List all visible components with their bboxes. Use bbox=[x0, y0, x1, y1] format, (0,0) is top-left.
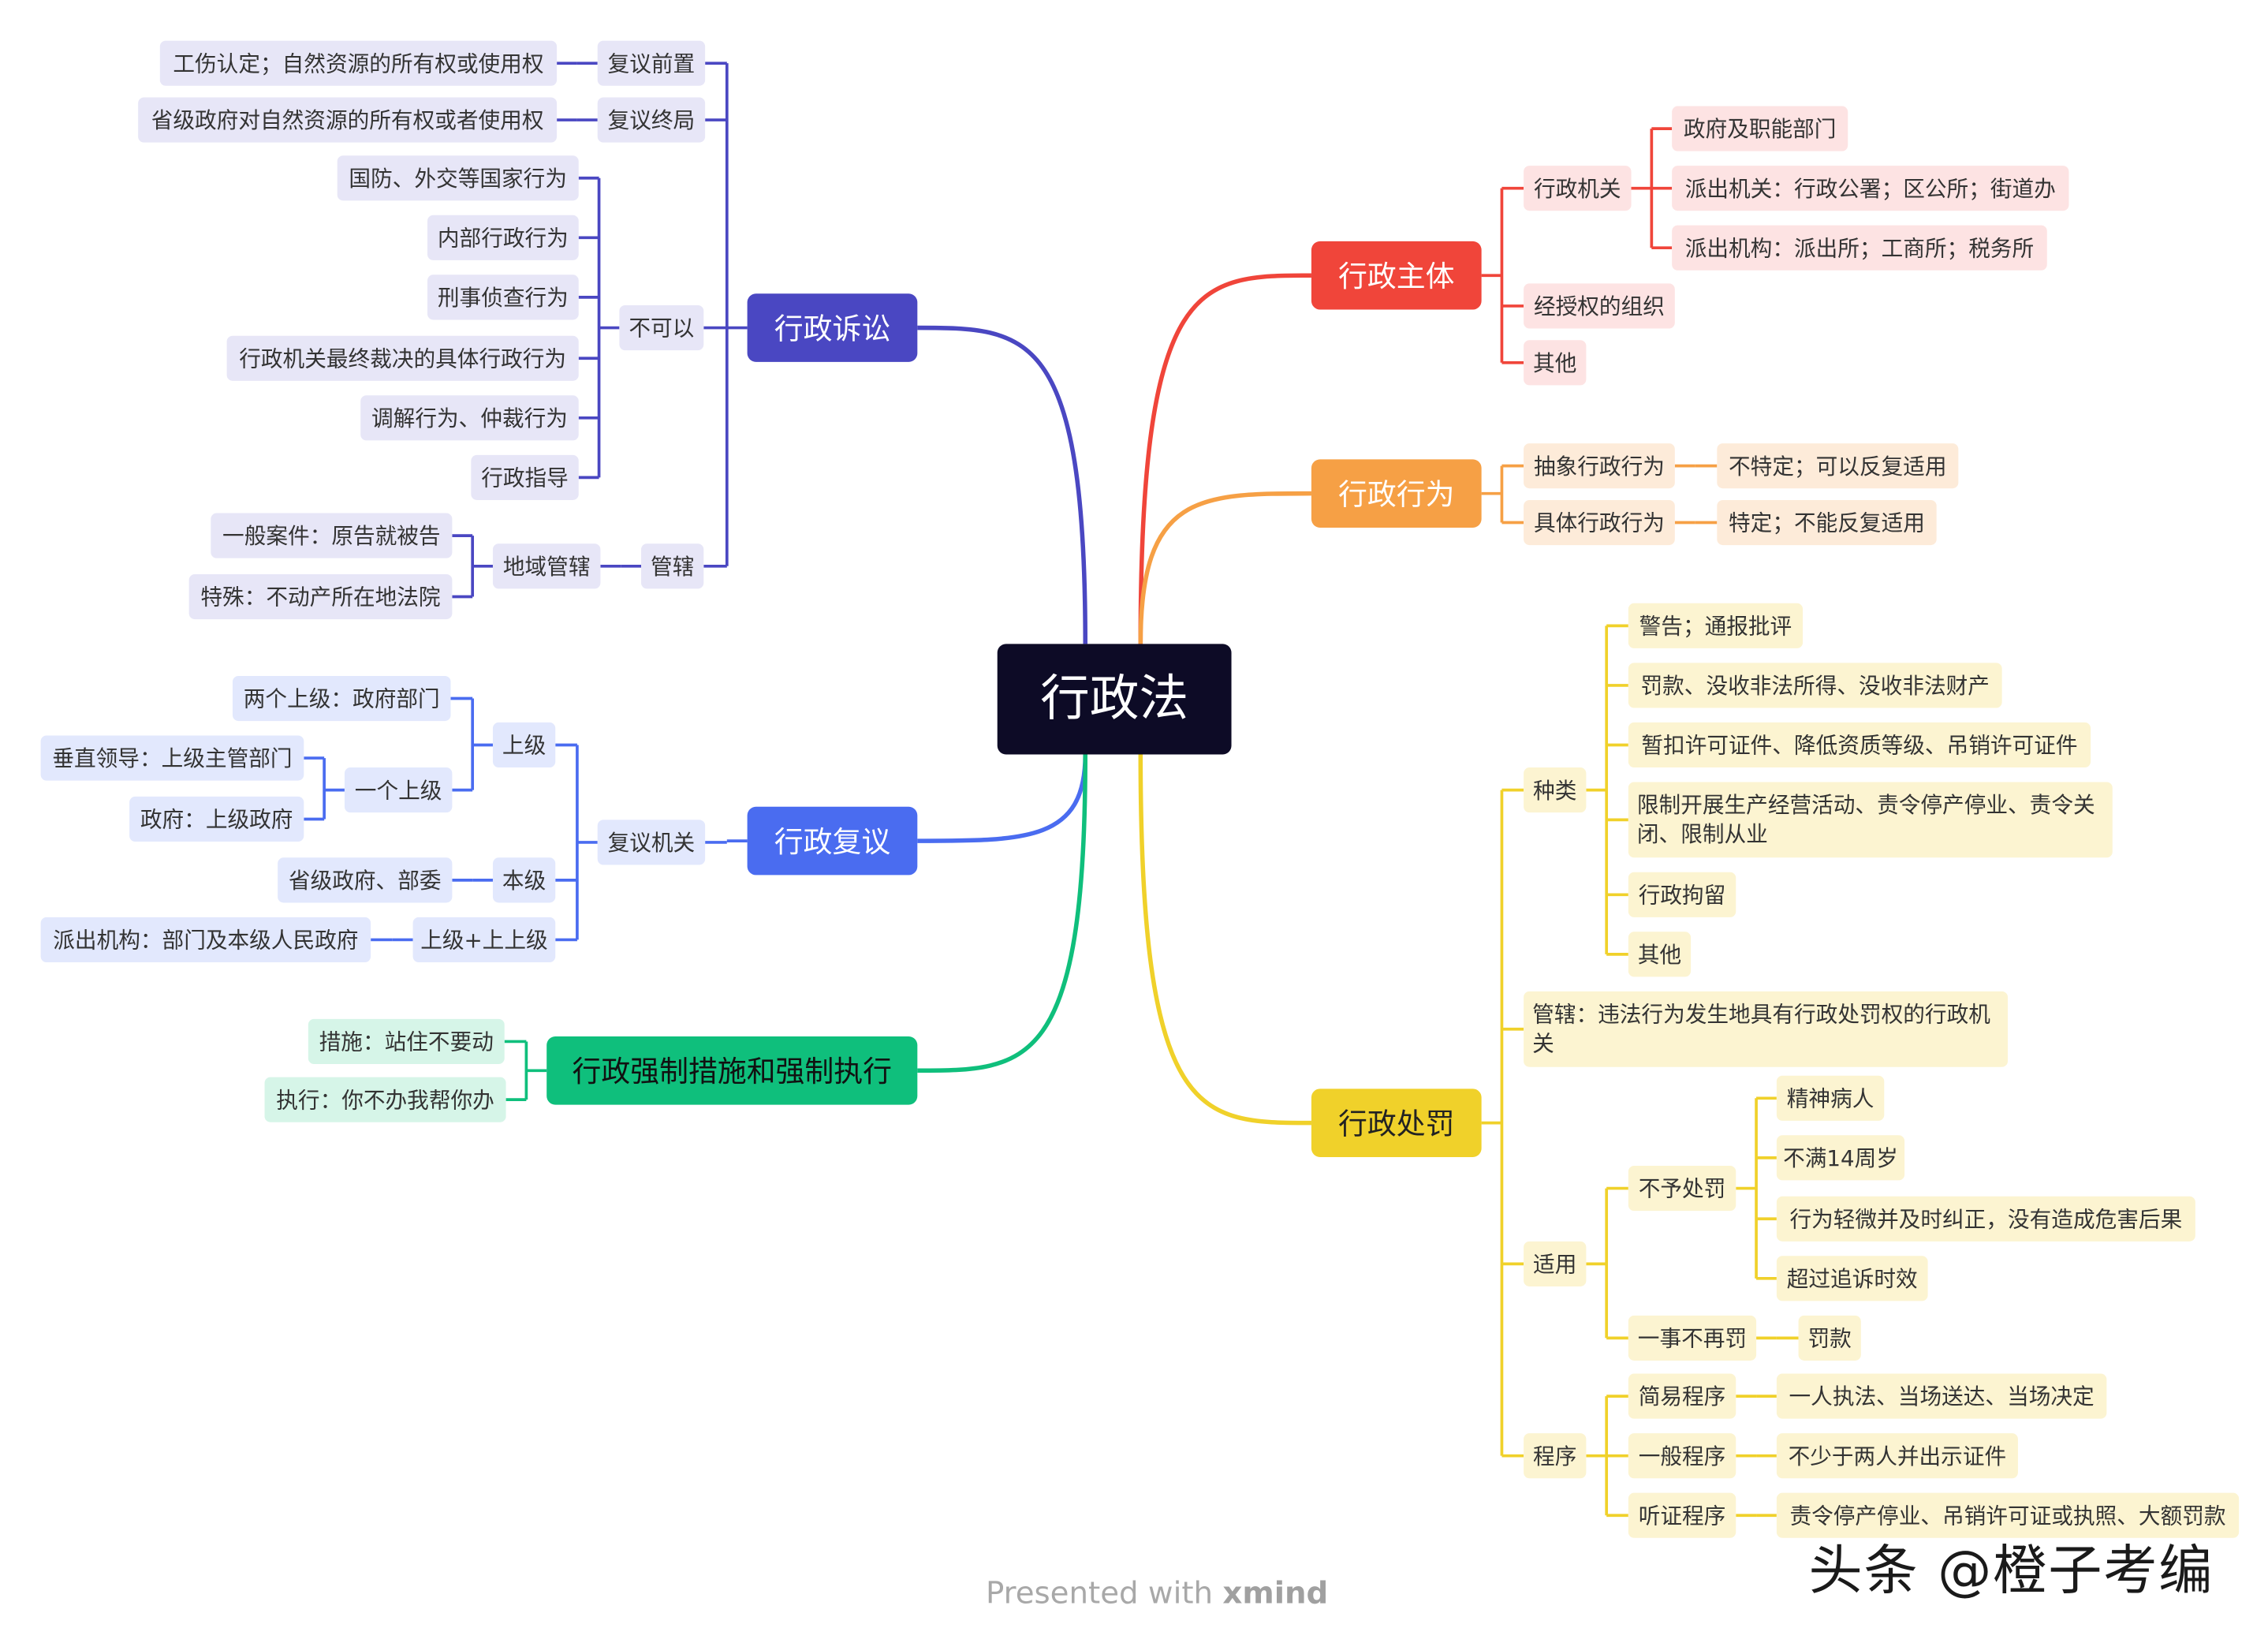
node-penalty-jurisdiction[interactable]: 管辖：违法行为发生地具有行政处罚权的行政机关 bbox=[1524, 991, 2009, 1067]
node-one-superior[interactable]: 一个上级 bbox=[344, 767, 453, 813]
node-execution[interactable]: 执行：你不办我帮你办 bbox=[264, 1077, 506, 1122]
node-vertical[interactable]: 垂直领导：上级主管部门 bbox=[40, 735, 304, 781]
node-np-3[interactable]: 行为轻微并及时纠正，没有造成危害后果 bbox=[1776, 1196, 2195, 1242]
root-topic[interactable]: 行政法 bbox=[997, 644, 1232, 755]
node-kind-1[interactable]: 警告；通报批评 bbox=[1628, 603, 1804, 648]
node-gov-dept[interactable]: 政府及职能部门 bbox=[1672, 106, 1848, 151]
node-province[interactable]: 省级政府、部委 bbox=[278, 857, 453, 903]
node-np-4[interactable]: 超过追诉时效 bbox=[1776, 1256, 1928, 1301]
node-general-desc[interactable]: 不少于两人并出示证件 bbox=[1776, 1433, 2018, 1479]
node-authorized[interactable]: 经授权的组织 bbox=[1524, 283, 1675, 329]
node-cannot-5[interactable]: 调解行为、仲裁行为 bbox=[360, 395, 579, 441]
node-sup-plus[interactable]: 上级+上上级 bbox=[412, 917, 556, 962]
node-cannot-3[interactable]: 刑事侦查行为 bbox=[427, 274, 579, 320]
node-dispatch-inst[interactable]: 派出机构：派出所；工商所；税务所 bbox=[1672, 225, 2047, 271]
topic-review[interactable]: 行政复议 bbox=[747, 806, 918, 876]
node-cannot-1[interactable]: 国防、外交等国家行为 bbox=[337, 155, 579, 201]
node-np-2[interactable]: 不满14周岁 bbox=[1776, 1135, 1905, 1181]
presented-with-footer: Presented with xmind bbox=[986, 1576, 1328, 1611]
node-apply[interactable]: 适用 bbox=[1524, 1241, 1587, 1286]
root-link-topic-penalty bbox=[1138, 754, 1311, 1126]
node-two-superiors[interactable]: 两个上级：政府部门 bbox=[232, 675, 451, 722]
node-hearing[interactable]: 听证程序 bbox=[1628, 1492, 1736, 1538]
node-special-case[interactable]: 特殊：不动产所在地法院 bbox=[188, 573, 453, 620]
root-link-topic-enforcement bbox=[917, 754, 1088, 1074]
node-kind-5[interactable]: 行政拘留 bbox=[1628, 872, 1736, 917]
node-abstract[interactable]: 抽象行政行为 bbox=[1524, 443, 1675, 489]
root-link-topic-litigation bbox=[917, 325, 1088, 644]
node-cannot-2[interactable]: 内部行政行为 bbox=[427, 215, 579, 260]
node-same-level[interactable]: 本级 bbox=[492, 857, 556, 903]
xmind-logo: xmind bbox=[1222, 1575, 1329, 1611]
root-link-topic-subject bbox=[1138, 273, 1311, 644]
topic-behavior[interactable]: 行政行为 bbox=[1311, 459, 1482, 528]
topic-enforcement[interactable]: 行政强制措施和强制执行 bbox=[546, 1036, 918, 1105]
node-no-penalty[interactable]: 不予处罚 bbox=[1628, 1166, 1736, 1212]
root-link-topic-behavior bbox=[1138, 491, 1311, 644]
root-link-topic-review bbox=[917, 754, 1088, 843]
node-regional[interactable]: 地域管辖 bbox=[492, 543, 601, 589]
node-review-organ[interactable]: 复议机关 bbox=[597, 820, 706, 865]
topic-litigation[interactable]: 行政诉讼 bbox=[747, 293, 918, 362]
node-dispatch-review[interactable]: 派出机构：部门及本级人民政府 bbox=[40, 917, 371, 962]
node-simple-desc[interactable]: 一人执法、当场送达、当场决定 bbox=[1776, 1373, 2107, 1419]
node-general-case[interactable]: 一般案件：原告就被告 bbox=[211, 513, 453, 558]
node-procedure[interactable]: 程序 bbox=[1524, 1433, 1587, 1479]
node-np-1[interactable]: 精神病人 bbox=[1776, 1075, 1885, 1121]
node-kind-3[interactable]: 暂扣许可证件、降低资质等级、吊销许可证件 bbox=[1628, 722, 2091, 768]
node-cannot-6[interactable]: 行政指导 bbox=[471, 454, 579, 500]
node-abstract-desc[interactable]: 不特定；可以反复适用 bbox=[1717, 443, 1959, 489]
node-lit-jurisdiction[interactable]: 管辖 bbox=[641, 543, 704, 589]
node-superior[interactable]: 上级 bbox=[492, 722, 556, 768]
watermark: 头条 @橙子考编 bbox=[1808, 1539, 2214, 1602]
node-agency[interactable]: 行政机关 bbox=[1524, 166, 1632, 211]
node-kind-6[interactable]: 其他 bbox=[1628, 932, 1692, 977]
node-concrete-desc[interactable]: 特定；不能反复适用 bbox=[1717, 499, 1937, 546]
node-hearing-desc[interactable]: 责令停产停业、吊销许可证或执照、大额罚款 bbox=[1776, 1492, 2240, 1538]
topic-penalty[interactable]: 行政处罚 bbox=[1311, 1088, 1482, 1157]
node-kinds[interactable]: 种类 bbox=[1524, 767, 1587, 813]
node-pre-review[interactable]: 复议前置 bbox=[597, 40, 706, 86]
footer-text: Presented with bbox=[985, 1575, 1223, 1611]
node-kind-4[interactable]: 限制开展生产经营活动、责令停产停业、责令关闭、限制从业 bbox=[1628, 782, 2113, 858]
node-final-review[interactable]: 复议终局 bbox=[597, 97, 706, 143]
node-general[interactable]: 一般程序 bbox=[1628, 1433, 1736, 1479]
node-cannot[interactable]: 不可以 bbox=[619, 305, 704, 351]
topic-subject[interactable]: 行政主体 bbox=[1311, 241, 1482, 310]
node-kind-2[interactable]: 罚款、没收非法所得、没收非法财产 bbox=[1628, 663, 2002, 708]
node-simple[interactable]: 简易程序 bbox=[1628, 1373, 1736, 1419]
node-dispatch-org[interactable]: 派出机关：行政公署；区公所；街道办 bbox=[1672, 166, 2069, 211]
node-once[interactable]: 一事不再罚 bbox=[1628, 1315, 1757, 1361]
node-gov-superior[interactable]: 政府：上级政府 bbox=[129, 796, 304, 842]
node-final-review-desc[interactable]: 省级政府对自然资源的所有权或者使用权 bbox=[138, 97, 558, 143]
node-pre-review-desc[interactable]: 工伤认定；自然资源的所有权或使用权 bbox=[159, 40, 558, 86]
node-cannot-4[interactable]: 行政机关最终裁决的具体行政行为 bbox=[226, 335, 579, 381]
node-measure[interactable]: 措施：站住不要动 bbox=[308, 1018, 505, 1065]
node-concrete[interactable]: 具体行政行为 bbox=[1524, 499, 1675, 546]
node-subject-other[interactable]: 其他 bbox=[1524, 340, 1587, 386]
node-fine[interactable]: 罚款 bbox=[1798, 1315, 1861, 1361]
